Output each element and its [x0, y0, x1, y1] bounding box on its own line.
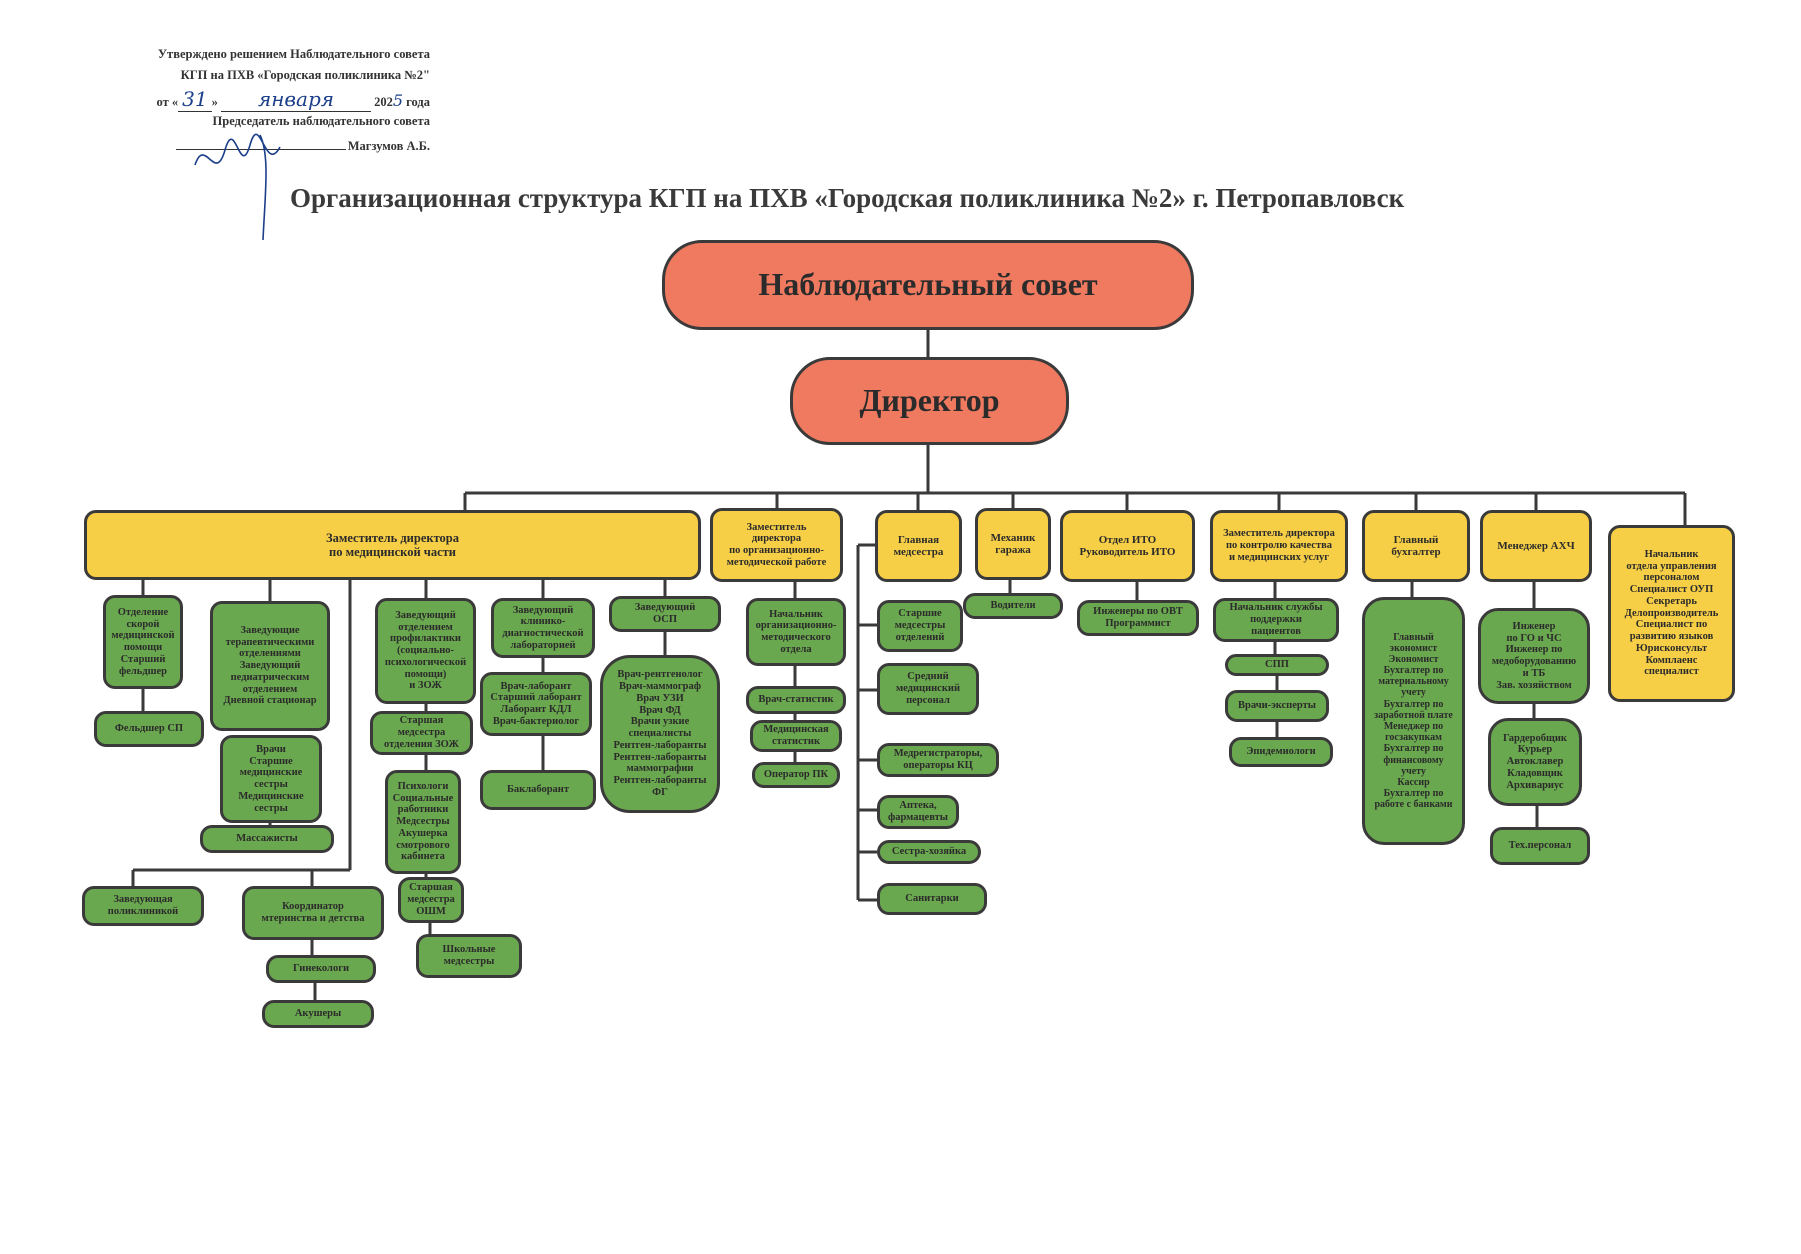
lab-head: Заведующий клинико- диагностической лабо…	[491, 598, 595, 658]
chief-accountant: Главный бухгалтер	[1362, 510, 1470, 582]
lab-staff: Врач-лаборант Старший лаборант Лаборант …	[480, 672, 592, 736]
approval-block: Утверждено решением Наблюдательного сове…	[70, 47, 430, 154]
drivers: Водители	[963, 593, 1063, 619]
osp-head: Заведующий ОСП	[609, 596, 721, 632]
method-head: Начальник организационно- методического …	[746, 598, 846, 666]
date-mid: »	[211, 95, 218, 109]
garage-mechanic: Механик гаража	[975, 508, 1051, 580]
therapy-heads: Заведующие терапевтическими отделениями …	[210, 601, 330, 731]
ahch-engineers: Инженер по ГО и ЧС Инженер по медоборудо…	[1478, 608, 1590, 704]
approval-line-4: Председатель наблюдательного совета	[212, 114, 430, 128]
signature-graphic	[194, 133, 281, 241]
senior-nurses: Старшие медсестры отделений	[877, 600, 963, 652]
housekeeper: Сестра-хозяйка	[877, 840, 981, 864]
signer-line: Магзумов А.Б.	[70, 139, 430, 154]
middle-medical-staff: Средний медицинский персонал	[877, 663, 979, 715]
deputy-quality: Заместитель директора по контролю качест…	[1210, 510, 1348, 582]
massage-therapists: Массажисты	[200, 825, 334, 853]
expert-doctors: Врачи-эксперты	[1225, 690, 1329, 722]
date-day-handwritten: 31	[178, 87, 212, 112]
supervisory-council: Наблюдательный совет	[662, 240, 1194, 330]
pharmacy: Аптека, фармацевты	[877, 795, 959, 829]
date-year-prefix: 202	[374, 95, 393, 109]
approval-date: от «31» января 2025 года	[70, 87, 430, 112]
gynecologists: Гинекологи	[266, 955, 376, 983]
signer-name: Магзумов А.Б.	[347, 139, 430, 153]
epidemiologists: Эпидемиологи	[1229, 737, 1333, 767]
approval-line-2: КГП на ПХВ «Городская поликлиника №2"	[180, 68, 430, 82]
signature-underline	[175, 149, 346, 150]
doctor-statistician: Врач-статистик	[746, 686, 846, 714]
ambulance-department: Отделение скорой медицинской помощи Стар…	[103, 595, 183, 689]
page-title: Организационная структура КГП на ПХВ «Го…	[290, 183, 1405, 213]
head-hr: Начальник отдела управления персоналом С…	[1608, 525, 1735, 702]
bacteriology-lab-assistant: Баклаборант	[480, 770, 596, 810]
maternity-coordinator: Координатор мтеринства и детства	[242, 886, 384, 940]
accounting-staff: Главный экономист Экономист Бухгалтер по…	[1362, 597, 1465, 845]
ahch-staff: Гардеробщик Курьер Автоклавер Кладовщик …	[1488, 718, 1582, 806]
patient-support-head: Начальник службы поддержки пациентов	[1213, 598, 1339, 642]
date-prefix: от «	[156, 95, 179, 109]
date-suffix: года	[406, 95, 430, 109]
senior-nurse-zozh: Старшая медсестра отделения ЗОЖ	[370, 711, 473, 755]
registrars: Медрегистраторы, операторы КЦ	[877, 743, 999, 777]
approval-line-1: Утверждено решением Наблюдательного сове…	[157, 47, 430, 61]
school-nurses: Школьные медсестры	[416, 934, 522, 978]
ito-engineers: Инженеры по ОВТ Программист	[1077, 600, 1199, 636]
deputy-medical: Заместитель директора по медицинской час…	[84, 510, 701, 580]
date-year-digit: 5	[392, 91, 404, 110]
osp-staff: Врач-рентгенолог Врач-маммограф Врач УЗИ…	[600, 655, 720, 813]
midwives: Акушеры	[262, 1000, 374, 1028]
pc-operator: Оператор ПК	[752, 762, 840, 788]
psychologists: Психологи Социальные работники Медсестры…	[385, 770, 461, 874]
clinic-head: Заведующая поликлиникой	[82, 886, 204, 926]
technical-staff: Тех.персонал	[1490, 827, 1590, 865]
orderlies: Санитарки	[877, 883, 987, 915]
paramedic-sp: Фельдшер СП	[94, 711, 204, 747]
medical-statistician: Медицинская статистик	[750, 720, 842, 752]
senior-nurse-osh: Старшая медсестра ОШМ	[398, 877, 464, 923]
doctors-nurses: Врачи Старшие медицинские сестры Медицин…	[220, 735, 322, 823]
manager-ahch: Менеджер АХЧ	[1480, 510, 1592, 582]
ito-department: Отдел ИТО Руководитель ИТО	[1060, 510, 1195, 582]
spp: СПП	[1225, 654, 1329, 676]
deputy-method: Заместитель директора по организационно-…	[710, 508, 843, 582]
prevention-head: Заведующий отделением профилактики (соци…	[375, 598, 476, 704]
head-nurse: Главная медсестра	[875, 510, 962, 582]
director: Директор	[790, 357, 1069, 445]
date-month-handwritten: января	[220, 87, 371, 112]
